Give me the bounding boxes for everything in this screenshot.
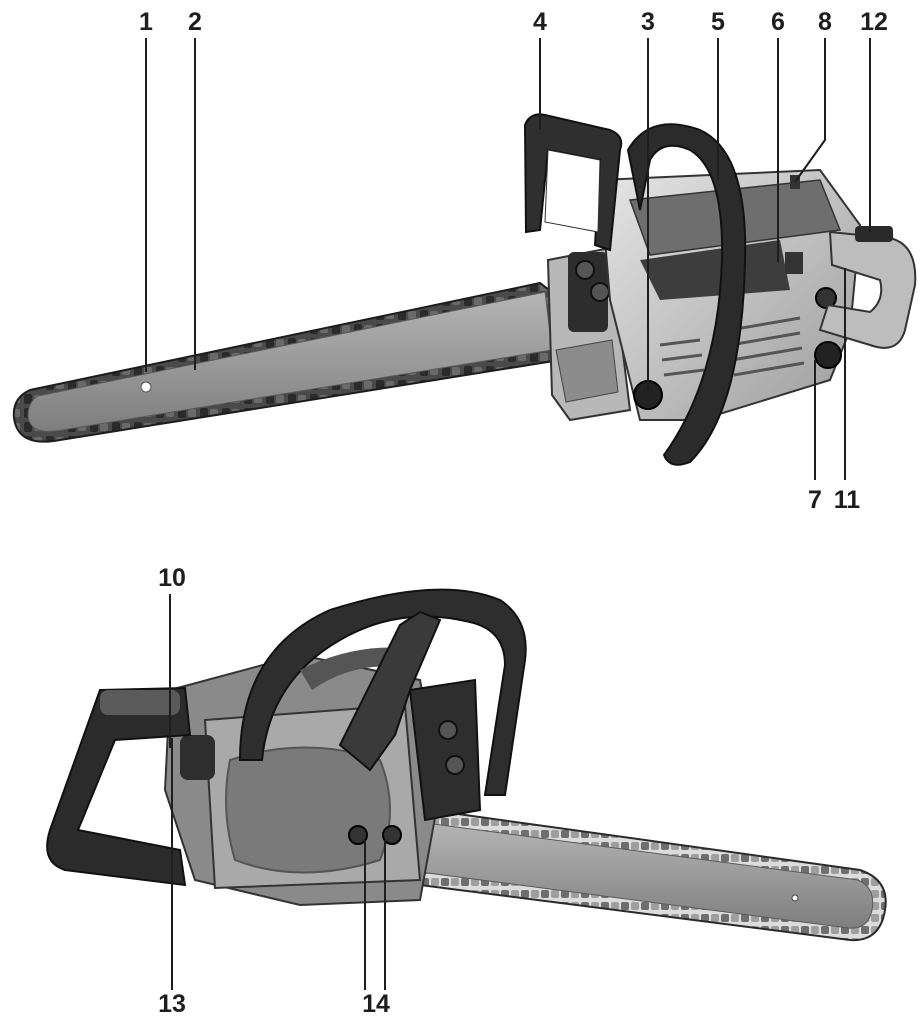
callout-6: 6 [771, 8, 785, 36]
callout-8: 8 [818, 8, 832, 36]
guide-bar-bottom [413, 806, 887, 942]
callout-12: 12 [860, 8, 888, 36]
callout-13: 13 [158, 990, 186, 1018]
leader-lines [145, 38, 871, 990]
rear-handle-bottom [46, 686, 192, 887]
callout-3: 3 [641, 8, 655, 36]
hand-guard-top [523, 113, 623, 252]
callout-5: 5 [711, 8, 725, 36]
callout-14: 14 [362, 990, 390, 1018]
chainsaw-bottom-view [46, 588, 887, 942]
callout-2: 2 [188, 8, 202, 36]
hand-guard-bottom [338, 610, 442, 772]
callout-11: 11 [834, 486, 861, 514]
callout-7: 7 [808, 486, 822, 514]
cooling-fins [659, 316, 805, 377]
callout-10: 10 [158, 564, 186, 592]
callout-labels: 1 2 4 3 5 6 8 12 7 11 10 13 14 [139, 8, 888, 1018]
chainsaw-top-view [12, 113, 917, 466]
guide-bar-top [12, 281, 564, 443]
callout-1: 1 [139, 8, 153, 36]
rear-handle-top [818, 226, 917, 349]
callout-4: 4 [533, 8, 547, 36]
front-handle-top [626, 123, 747, 466]
